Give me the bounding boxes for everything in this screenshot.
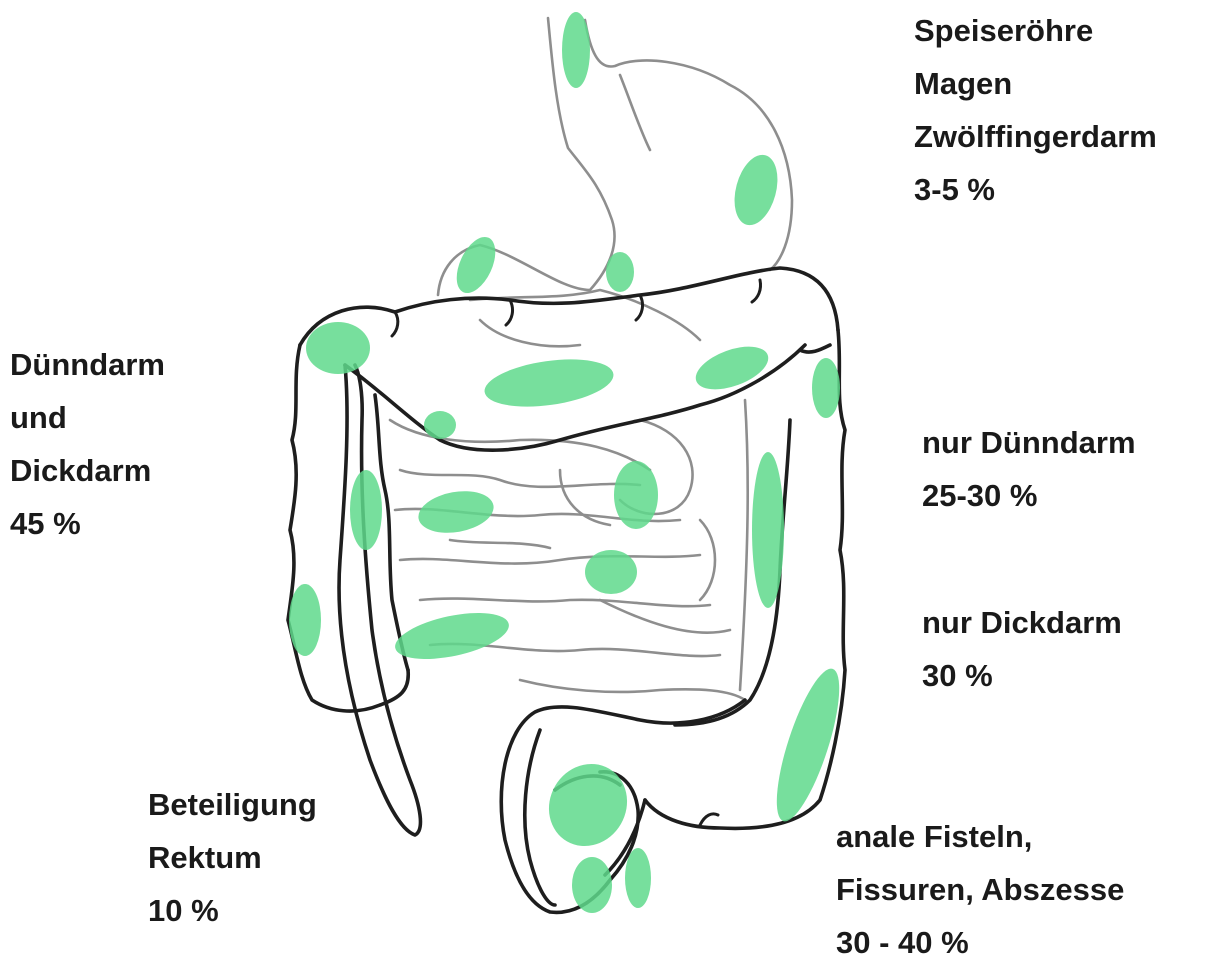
label-small-and-large-line3: Dickdarm <box>10 444 165 497</box>
label-upper-gi: Speiseröhre Magen Zwölffingerdarm 3-5 % <box>914 4 1157 216</box>
label-rectum-percent: 10 % <box>148 884 317 937</box>
label-large-only: nur Dickdarm 30 % <box>922 596 1122 702</box>
label-upper-gi-percent: 3-5 % <box>914 163 1157 216</box>
label-rectum: Beteiligung Rektum 10 % <box>148 778 317 937</box>
spot-esophagus <box>562 12 590 88</box>
spot-duodenum <box>606 252 634 292</box>
label-anal-line1: anale Fisteln, <box>836 810 1124 863</box>
label-small-and-large-percent: 45 % <box>10 497 165 550</box>
label-rectum-line1: Beteiligung <box>148 778 317 831</box>
label-small-only: nur Dünndarm 25-30 % <box>922 416 1136 522</box>
spot-small-5 <box>391 604 513 667</box>
spot-splenic <box>812 358 840 418</box>
spot-stomach-lower <box>449 231 503 299</box>
spot-ascending-1 <box>350 470 382 550</box>
spot-small-4 <box>585 550 637 594</box>
inflammation-spots <box>289 12 852 913</box>
spot-transverse-1 <box>482 352 617 414</box>
spot-descending-2 <box>764 663 851 828</box>
label-upper-gi-line1: Speiseröhre <box>914 4 1157 57</box>
label-anal-percent: 30 - 40 % <box>836 916 1124 969</box>
spot-sigmoid <box>534 750 642 861</box>
label-small-and-large-line2: und <box>10 391 165 444</box>
spot-ascending-2 <box>289 584 321 656</box>
label-anal: anale Fisteln, Fissuren, Abszesse 30 - 4… <box>836 810 1124 969</box>
spot-stomach <box>727 150 784 230</box>
label-anal-line2: Fissuren, Abszesse <box>836 863 1124 916</box>
label-small-only-percent: 25-30 % <box>922 469 1136 522</box>
label-rectum-line2: Rektum <box>148 831 317 884</box>
label-large-only-line1: nur Dickdarm <box>922 596 1122 649</box>
spot-anal <box>625 848 651 908</box>
spot-rectum <box>572 857 612 913</box>
label-small-and-large: Dünndarm und Dickdarm 45 % <box>10 338 165 550</box>
spot-colon-hepatic <box>306 322 370 374</box>
spot-transverse-2 <box>690 338 774 398</box>
label-upper-gi-line2: Magen <box>914 57 1157 110</box>
spot-descending-1 <box>752 452 784 608</box>
spot-small-2 <box>415 486 497 539</box>
spot-small-3 <box>614 461 658 529</box>
spot-small-1 <box>424 411 456 439</box>
label-small-only-line1: nur Dünndarm <box>922 416 1136 469</box>
label-large-only-percent: 30 % <box>922 649 1122 702</box>
label-small-and-large-line1: Dünndarm <box>10 338 165 391</box>
label-upper-gi-line3: Zwölffingerdarm <box>914 110 1157 163</box>
